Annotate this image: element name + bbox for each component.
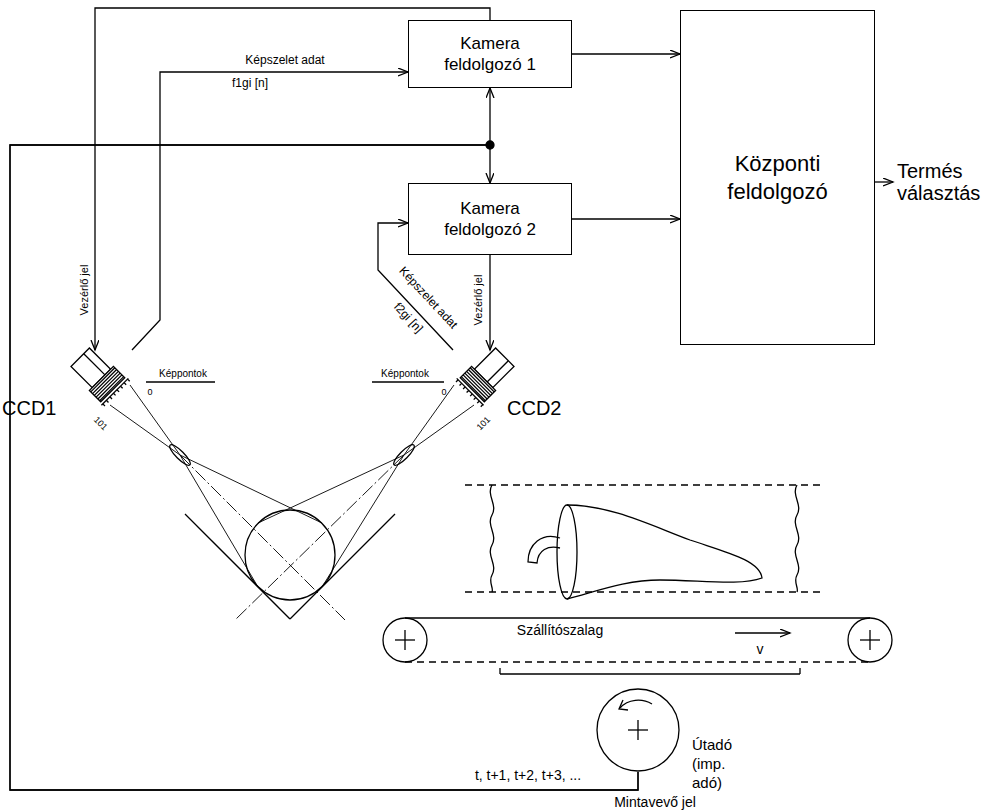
connector [572,53,680,54]
ccd-camera [60,350,140,420]
pixel-index: 0 [147,388,152,398]
output-label: Termés választás [897,160,993,204]
central-processor-box: Központi feldolgozó [680,10,875,345]
pixel-index: 0 [441,388,446,398]
signal-name: t, t+1, t+2, t+3, ... [475,768,581,783]
part-label: Szállítószalag [517,623,603,638]
pixel-index: 101 [91,415,109,433]
node-text: Kamera feldolgozó 2 [428,198,553,241]
signal-name: f1gi [n] [232,77,268,90]
part-label: Képpontok [159,368,207,379]
signal-label: Vezérlő jel [472,275,484,326]
node-text: CCD1 [2,396,56,421]
encoder-wheel: Útadó (imp. adó) [596,688,680,772]
ccd-camera: CCD2 [445,350,525,420]
process-box: Kamera feldolgozó 1 [408,20,572,88]
signal-name: Mintavevő jel [614,795,696,810]
connector [10,88,638,790]
process-box: Kamera feldolgozó 2 [408,183,572,255]
connector [10,145,638,790]
node-text: Központi feldolgozó [713,150,843,205]
node-text: CCD2 [507,396,561,421]
node-text: Útadó (imp. adó) [692,736,732,792]
signal-label: Vezérlő jel [78,265,90,316]
node-text: Kamera feldolgozó 1 [428,33,553,76]
connector [489,255,490,350]
symbol-label: v [757,642,764,657]
part-label: Képpontok [381,368,429,379]
connector [572,218,680,219]
encoder-wheel [596,688,680,772]
signal-name: f2gi [n] [391,300,425,335]
pixel-index: 101 [475,415,493,433]
connector [132,72,408,350]
ccd-camera: CCD1 [60,350,140,420]
signal-label: Képszelet adat [245,54,324,67]
